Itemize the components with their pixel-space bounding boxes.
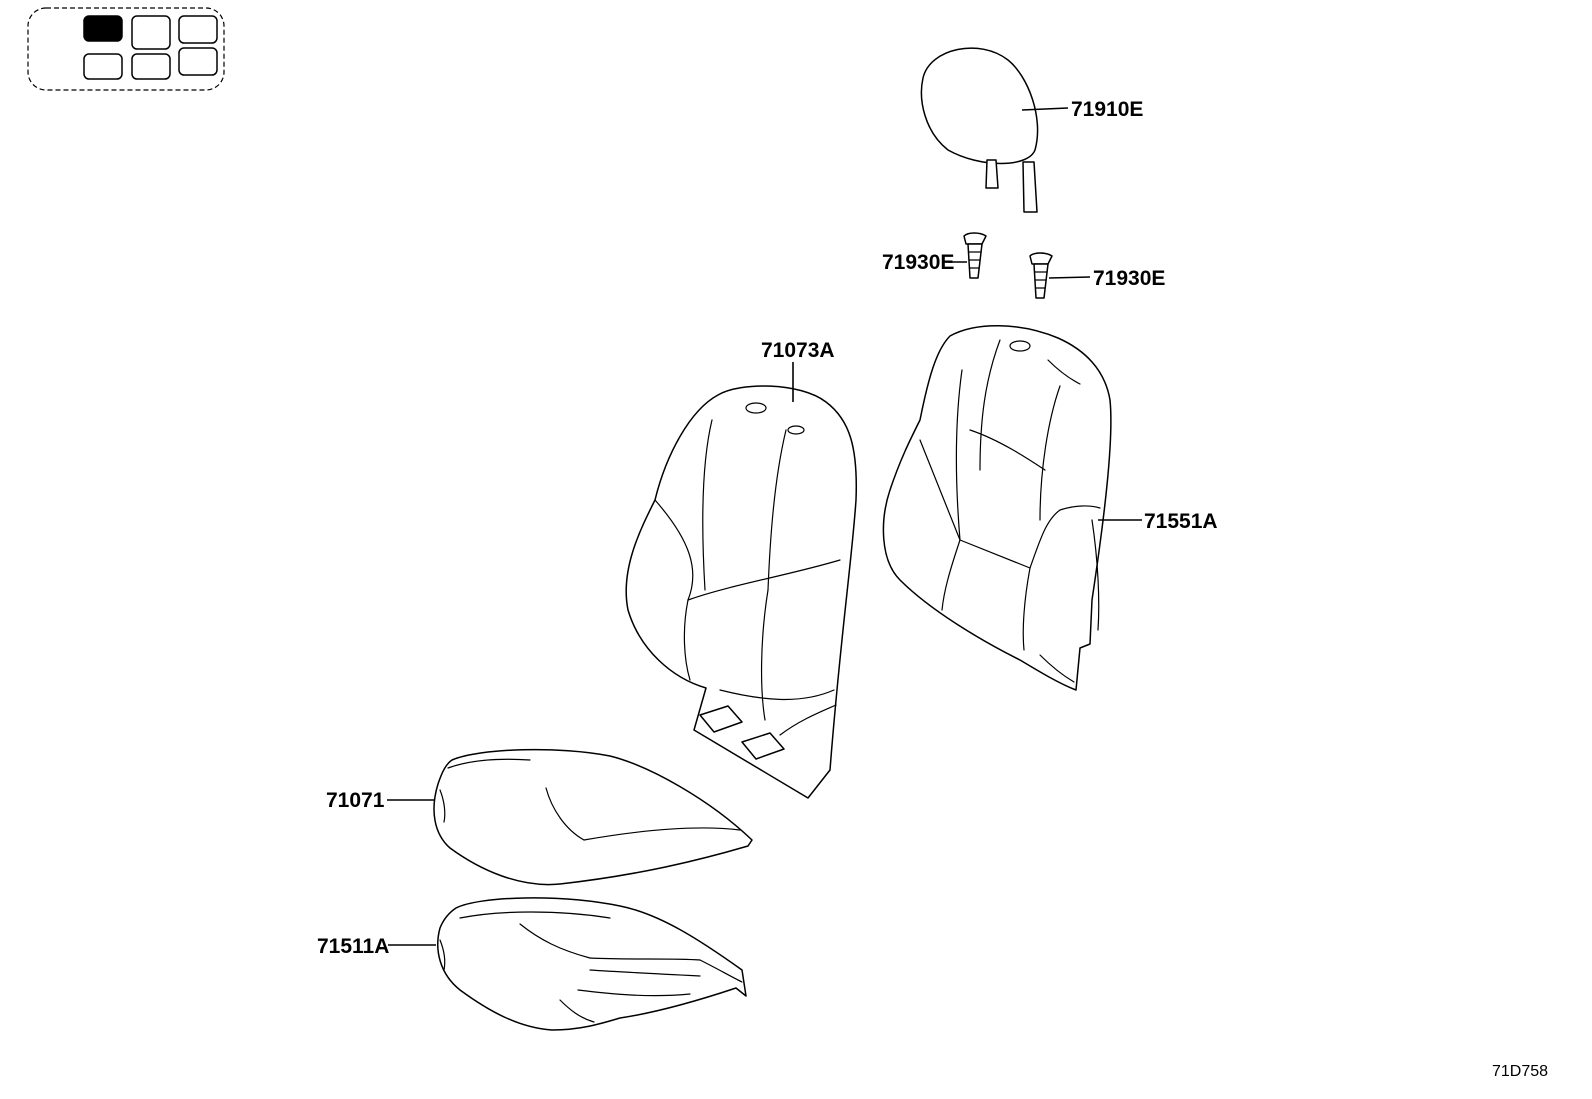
seatback-frame-cover-part <box>882 325 1142 691</box>
document-number: 71D758 <box>1492 1063 1548 1080</box>
callout-cushion-frame: 71511A <box>317 935 389 958</box>
callout-headrest: 71910E <box>1071 98 1143 121</box>
seatback-pad-part <box>625 362 858 799</box>
callout-headrest-guide-right: 71930E <box>1093 267 1165 290</box>
seat-row-locator-icon <box>27 7 225 91</box>
cushion-frame-part <box>388 897 747 1031</box>
callout-seatback-pad: 71073A <box>761 339 835 362</box>
highlighted-seat-front-left <box>83 15 123 42</box>
cushion-pad-part <box>387 748 753 886</box>
callout-seatback-frame-cover: 71551A <box>1144 510 1218 533</box>
headrest-guide-right-part <box>1029 252 1091 299</box>
headrest-part <box>920 47 1069 213</box>
callout-cushion-pad: 71071 <box>326 789 385 812</box>
callout-headrest-guide-left: 71930E <box>882 251 954 274</box>
headrest-guide-left-part <box>948 232 987 279</box>
